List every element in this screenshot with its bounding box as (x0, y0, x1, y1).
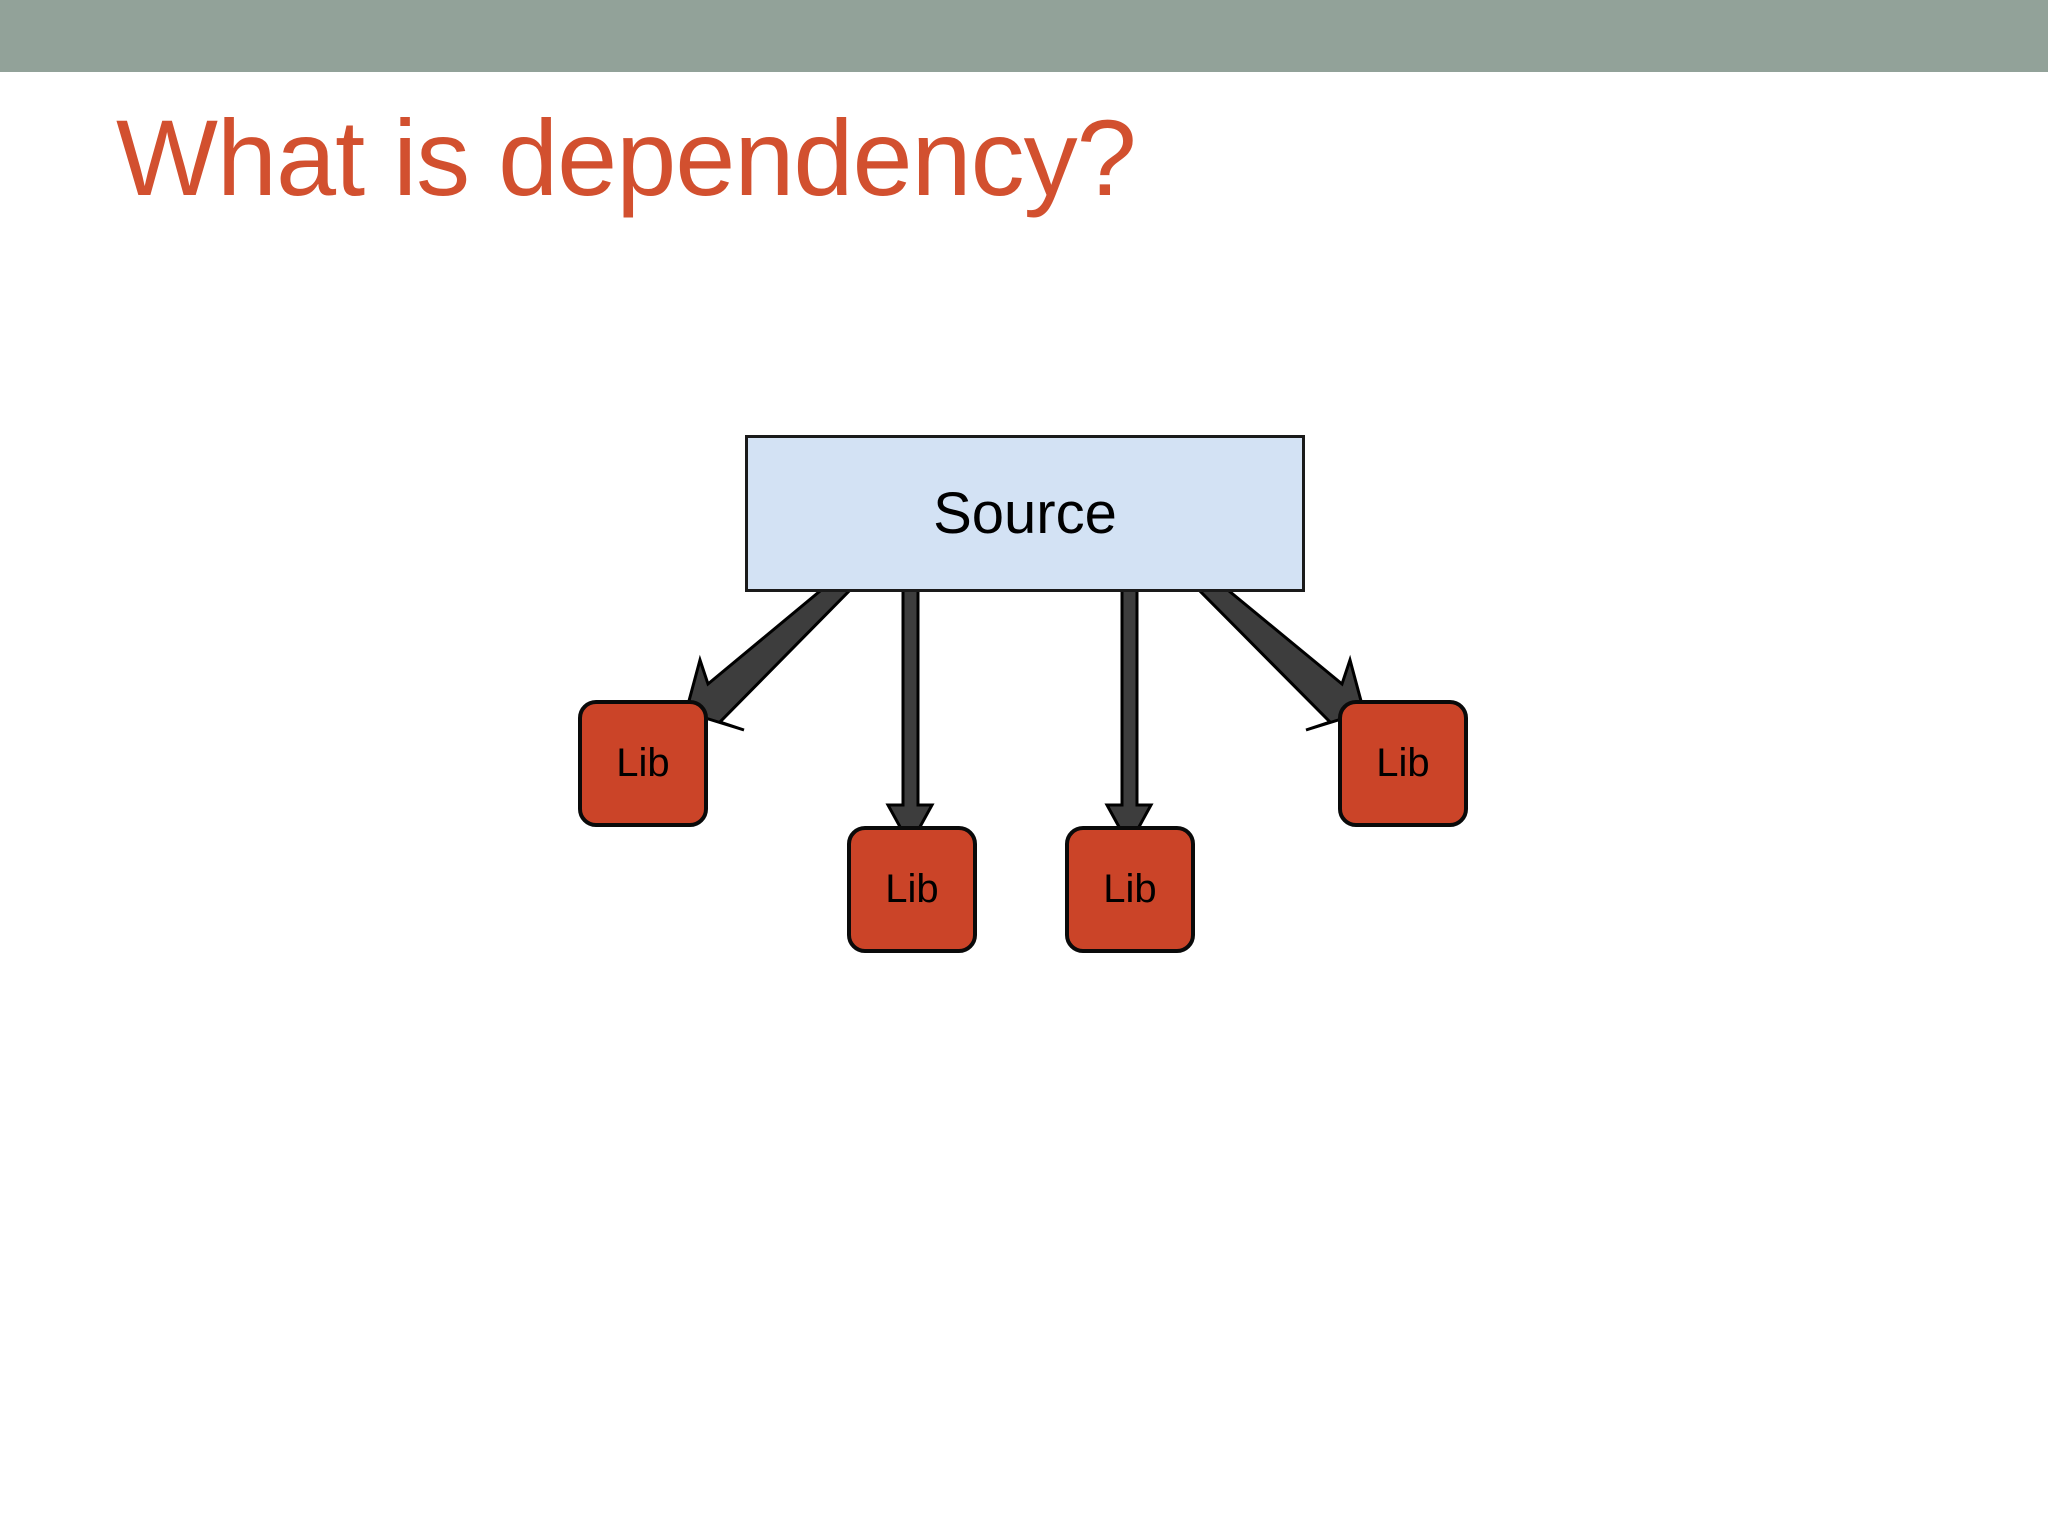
arrow-source-to-lib-4 (1190, 570, 1366, 732)
slide-header-bar (0, 0, 2048, 72)
source-node[interactable] (745, 435, 1305, 592)
arrow-source-to-lib-1 (684, 570, 859, 732)
library-node-3[interactable] (1065, 826, 1195, 953)
library-node-2[interactable] (847, 826, 977, 953)
arrow-source-to-lib-3 (1104, 576, 1154, 849)
library-node-1[interactable] (578, 700, 708, 827)
arrow-source-to-lib-2 (885, 576, 935, 849)
library-node-4[interactable] (1338, 700, 1468, 827)
page-title: What is dependency? (116, 97, 1137, 218)
